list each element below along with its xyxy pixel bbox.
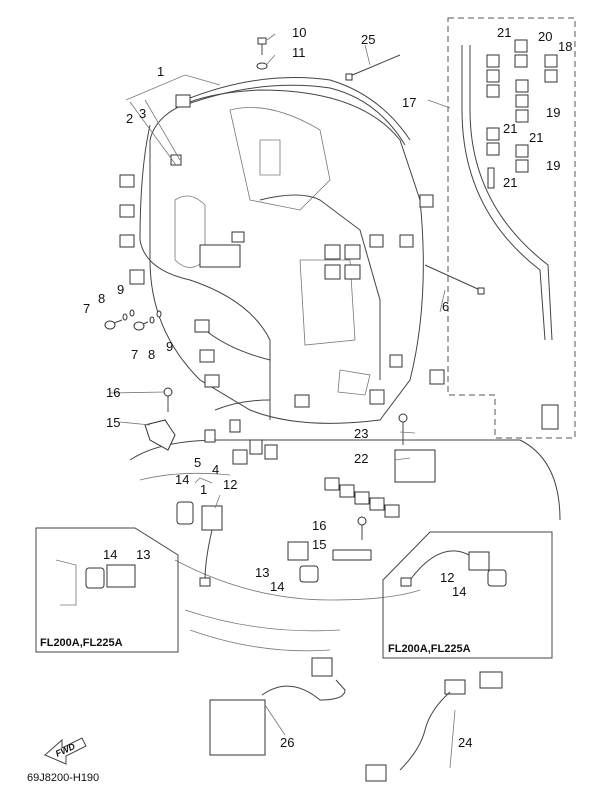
switch-13 xyxy=(287,541,309,561)
callout-9a: 9 xyxy=(117,282,125,297)
callout-26: 26 xyxy=(280,735,295,750)
bolt-16b xyxy=(357,516,367,540)
callout-22: 22 xyxy=(354,451,369,466)
diagram-part-number: 69J8200-H190 xyxy=(27,772,100,784)
clamp-6 xyxy=(424,264,485,295)
switch-12 xyxy=(199,505,223,587)
callout-9b: 9 xyxy=(166,339,174,354)
bolt-7b xyxy=(133,321,149,331)
bolt-10 xyxy=(257,37,267,55)
callout-4: 4 xyxy=(212,462,220,477)
callout-21b: 21 xyxy=(503,121,518,136)
callout-7a: 7 xyxy=(83,301,91,316)
callout-13-inset: 13 xyxy=(136,547,151,562)
callout-1: 1 xyxy=(157,64,165,79)
callout-3: 3 xyxy=(139,106,147,121)
callout-14: 14 xyxy=(175,472,190,487)
bottom-cowling xyxy=(129,439,561,652)
washer-9b xyxy=(156,310,162,318)
callout-11: 11 xyxy=(292,45,306,60)
bracket-15 xyxy=(144,419,176,451)
callout-2: 2 xyxy=(126,111,134,126)
engine-block xyxy=(149,89,424,424)
callout-14-inset: 14 xyxy=(103,547,118,562)
battery-cable-26 xyxy=(209,657,346,756)
callout-5: 5 xyxy=(194,455,202,470)
callout-14-inset-right: 14 xyxy=(452,584,467,599)
callout-18: 18 xyxy=(558,39,573,54)
inset-right-frame xyxy=(382,531,553,659)
callout-6: 6 xyxy=(442,299,450,314)
inset-right-label: FL200A,FL225A xyxy=(388,643,471,655)
callout-10: 10 xyxy=(292,25,307,40)
callout-23: 23 xyxy=(354,426,369,441)
inset-left-frame xyxy=(35,527,179,653)
callout-16b: 16 xyxy=(312,518,327,533)
rectifier-regulator-22 xyxy=(324,449,436,518)
fwd-arrow-icon xyxy=(44,737,87,765)
clamp-25 xyxy=(345,54,401,81)
callout-14b: 14 xyxy=(270,579,285,594)
bolt-23 xyxy=(398,413,408,445)
washer-8b xyxy=(149,316,155,324)
grommet-14 xyxy=(176,501,194,525)
callout-25: 25 xyxy=(361,32,376,47)
harness-connectors xyxy=(119,94,445,465)
relays-19-20-21 xyxy=(486,39,558,189)
leader-lines xyxy=(109,33,456,769)
bolt-7a xyxy=(104,319,123,330)
callout-24: 24 xyxy=(458,735,473,750)
callout-21c: 21 xyxy=(529,130,544,145)
callout-19b: 19 xyxy=(546,158,561,173)
callout-21d: 21 xyxy=(503,175,518,190)
washer-11 xyxy=(256,62,268,70)
callout-12: 12 xyxy=(223,477,238,492)
inset-left-label: FL200A,FL225A xyxy=(40,637,123,649)
extension-harness-24 xyxy=(365,671,503,782)
callout-16: 16 xyxy=(106,385,121,400)
callout-12-inset: 12 xyxy=(440,570,455,585)
callout-19a: 19 xyxy=(546,105,561,120)
main-wire-harness xyxy=(139,77,411,420)
callout-7b: 7 xyxy=(131,347,139,362)
callout-13: 13 xyxy=(255,565,270,580)
callout-1b: 1 xyxy=(200,482,208,497)
callout-17: 17 xyxy=(402,95,417,110)
callout-8b: 8 xyxy=(148,347,156,362)
bolt-16 xyxy=(163,387,173,412)
callout-15b: 15 xyxy=(312,537,327,552)
grommet-14b xyxy=(299,565,319,583)
callout-20: 20 xyxy=(538,29,553,44)
washer-9a xyxy=(129,309,135,317)
washer-8a xyxy=(122,313,128,321)
callout-8a: 8 xyxy=(98,291,106,306)
bracket-15b xyxy=(332,549,372,561)
sub-harness-17-box xyxy=(447,17,576,439)
callout-21a: 21 xyxy=(497,25,512,40)
callout-15: 15 xyxy=(106,415,121,430)
